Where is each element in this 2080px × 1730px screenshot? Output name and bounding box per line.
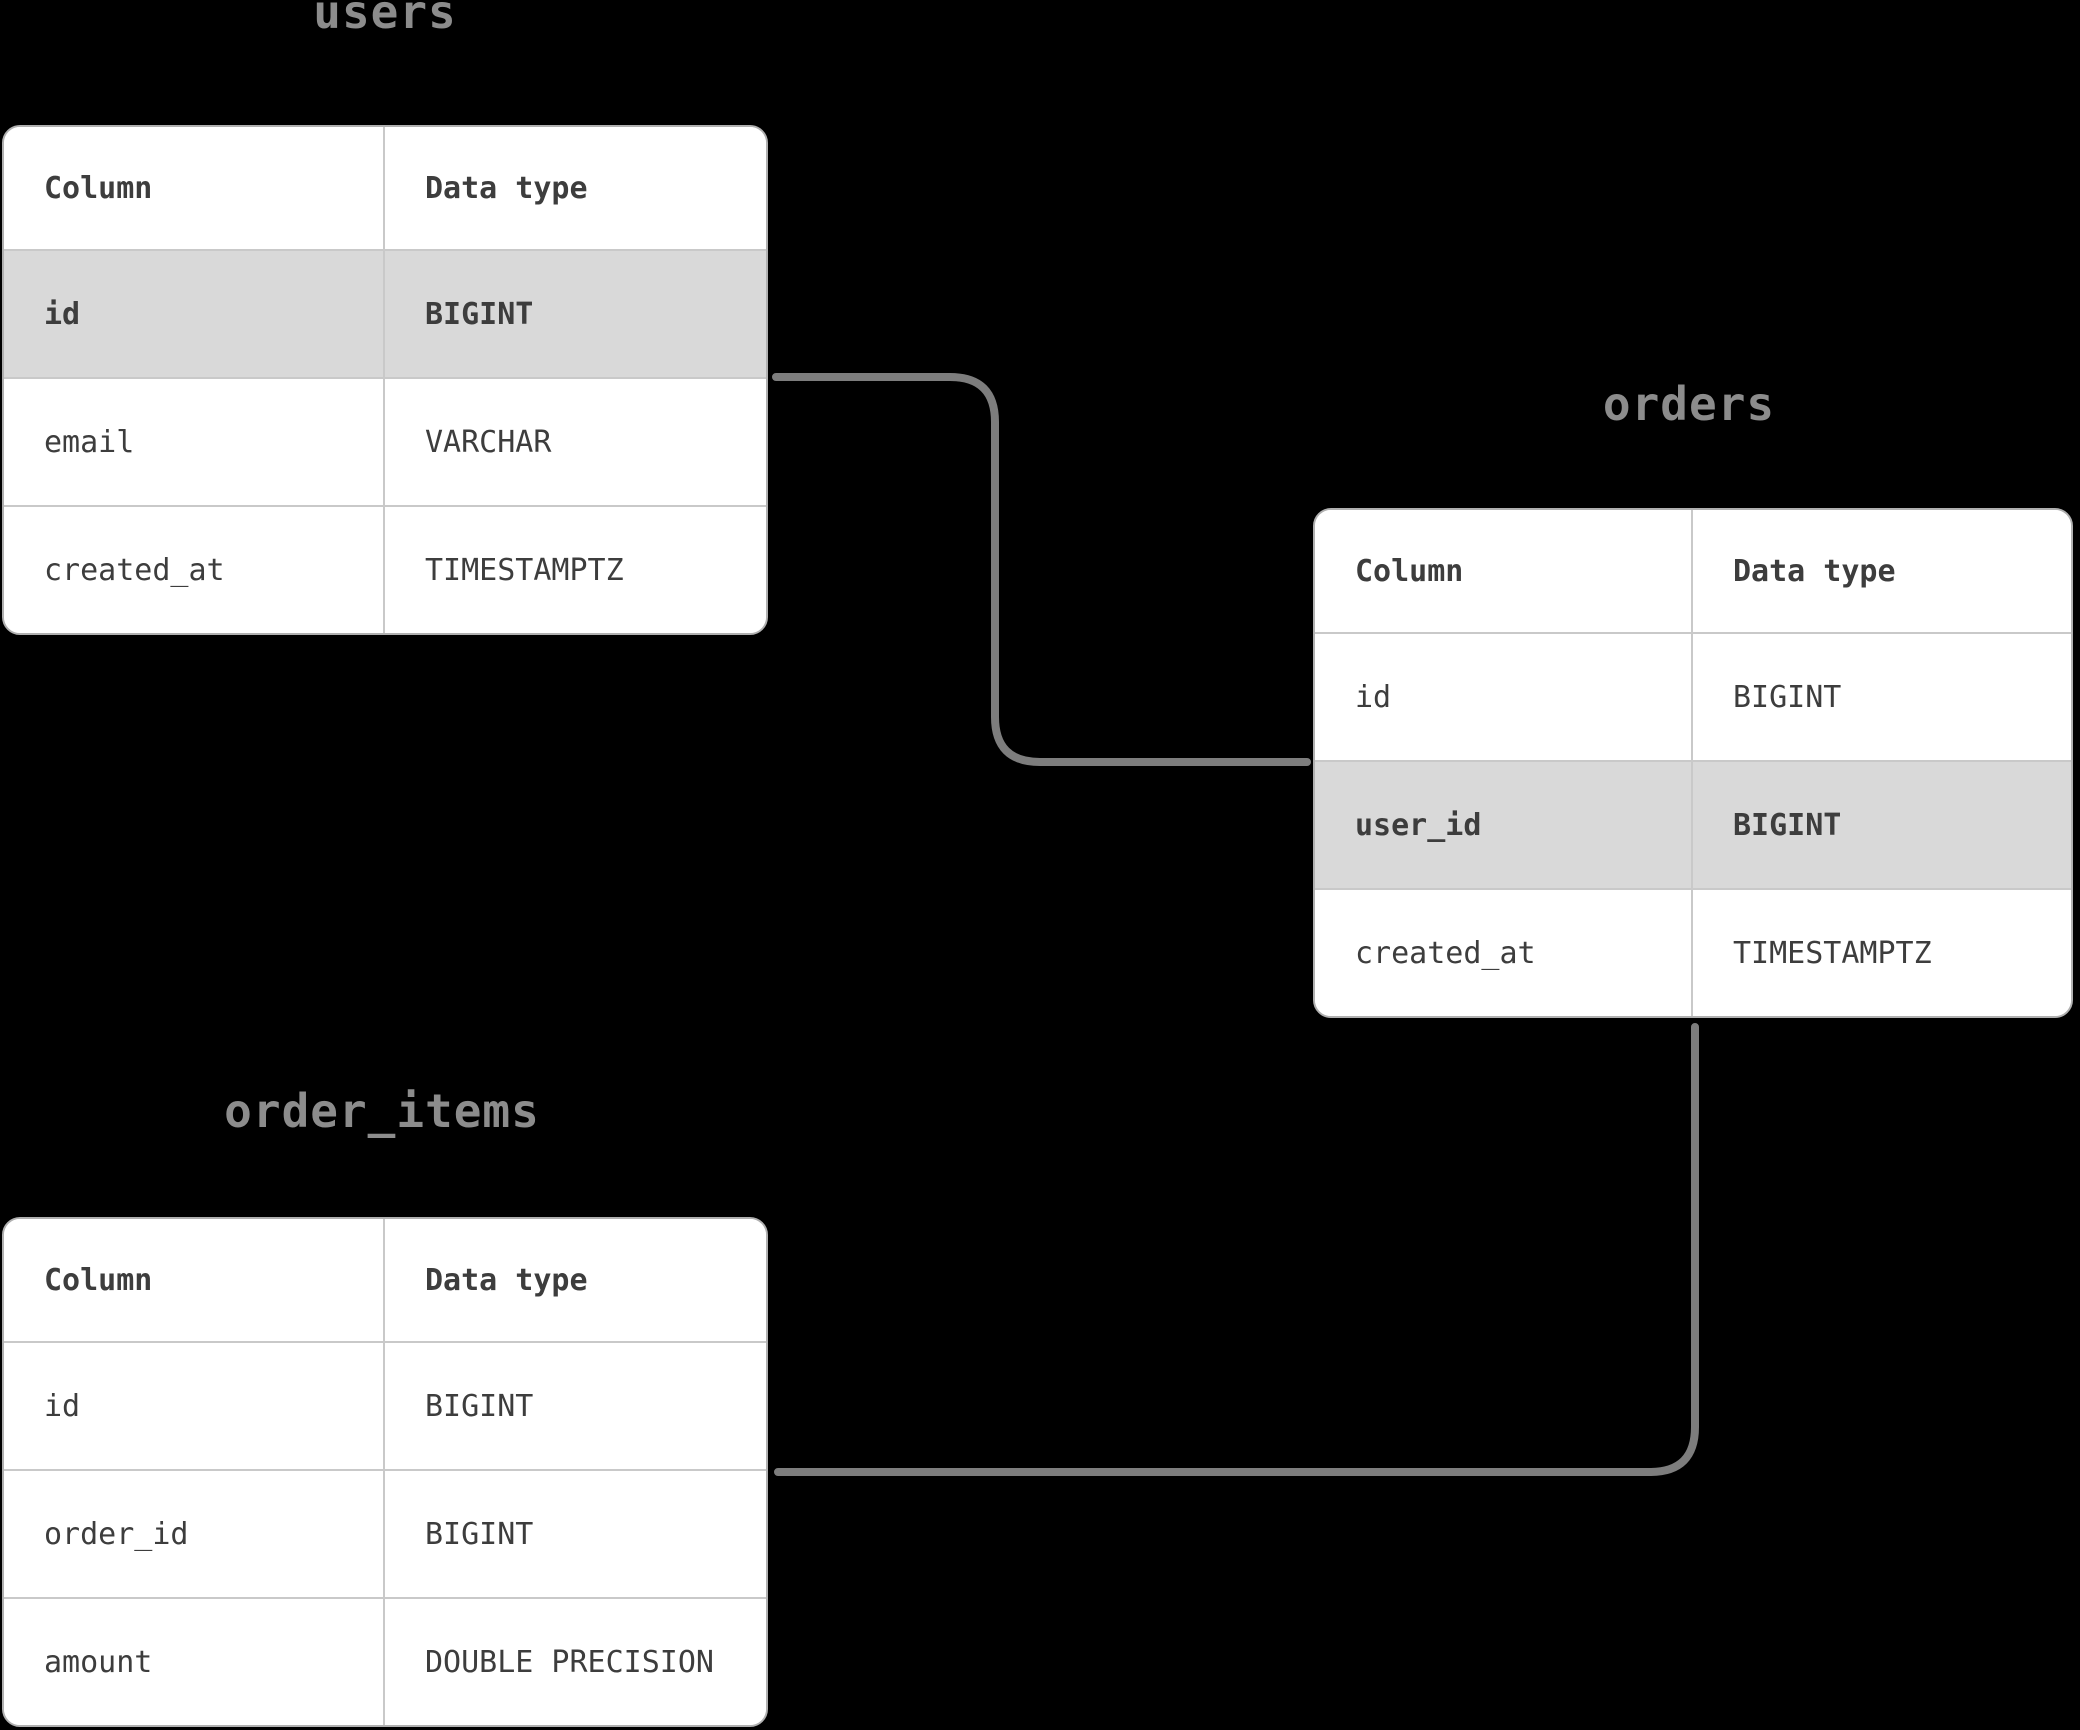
orders-table-title: orders bbox=[1602, 377, 1776, 431]
column-name-cell: created_at bbox=[1315, 890, 1693, 1016]
table-header-row: Column Data type bbox=[4, 127, 766, 249]
table-row: email VARCHAR bbox=[4, 377, 766, 505]
data-type-header: Data type bbox=[425, 1262, 588, 1298]
data-type-cell: BIGINT bbox=[1733, 807, 1842, 843]
table-row: id BIGINT bbox=[4, 1341, 766, 1469]
data-type-cell: BIGINT bbox=[425, 1516, 534, 1552]
order-items-table: Column Data type id BIGINT order_id BIGI… bbox=[2, 1217, 768, 1727]
table-row: amount DOUBLE PRECISION bbox=[4, 1597, 766, 1725]
column-name-cell: id bbox=[4, 251, 385, 377]
column-header: Column bbox=[4, 1219, 385, 1341]
data-type-cell: DOUBLE PRECISION bbox=[425, 1644, 714, 1680]
relation-connector-orders-order-items bbox=[774, 1023, 1699, 1476]
table-row: created_at TIMESTAMPTZ bbox=[4, 505, 766, 633]
table-row: order_id BIGINT bbox=[4, 1469, 766, 1597]
relation-connector-users-orders bbox=[772, 373, 1311, 766]
column-name-cell: amount bbox=[4, 1599, 385, 1725]
users-table: Column Data type id BIGINT email VARCHAR… bbox=[2, 125, 768, 635]
data-type-cell: BIGINT bbox=[1733, 679, 1842, 715]
table-row: id BIGINT bbox=[4, 249, 766, 377]
data-type-header: Data type bbox=[425, 170, 588, 206]
column-name-cell: id bbox=[4, 1343, 385, 1469]
column-name-cell: order_id bbox=[4, 1471, 385, 1597]
data-type-cell: VARCHAR bbox=[425, 424, 552, 460]
column-name-cell: user_id bbox=[1315, 762, 1693, 888]
table-row: user_id BIGINT bbox=[1315, 760, 2071, 888]
table-header-row: Column Data type bbox=[4, 1219, 766, 1341]
column-header: Column bbox=[4, 127, 385, 249]
table-header-row: Column Data type bbox=[1315, 510, 2071, 632]
data-type-header: Data type bbox=[1733, 553, 1896, 589]
column-header: Column bbox=[1315, 510, 1693, 632]
orders-table: Column Data type id BIGINT user_id BIGIN… bbox=[1313, 508, 2073, 1018]
column-name-cell: email bbox=[4, 379, 385, 505]
table-row: created_at TIMESTAMPTZ bbox=[1315, 888, 2071, 1016]
order-items-table-title: order_items bbox=[224, 1084, 540, 1138]
users-table-title: users bbox=[313, 0, 457, 39]
data-type-cell: TIMESTAMPTZ bbox=[425, 552, 624, 588]
table-row: id BIGINT bbox=[1315, 632, 2071, 760]
data-type-cell: TIMESTAMPTZ bbox=[1733, 935, 1932, 971]
data-type-cell: BIGINT bbox=[425, 296, 534, 332]
column-name-cell: id bbox=[1315, 634, 1693, 760]
column-name-cell: created_at bbox=[4, 507, 385, 633]
data-type-cell: BIGINT bbox=[425, 1388, 534, 1424]
